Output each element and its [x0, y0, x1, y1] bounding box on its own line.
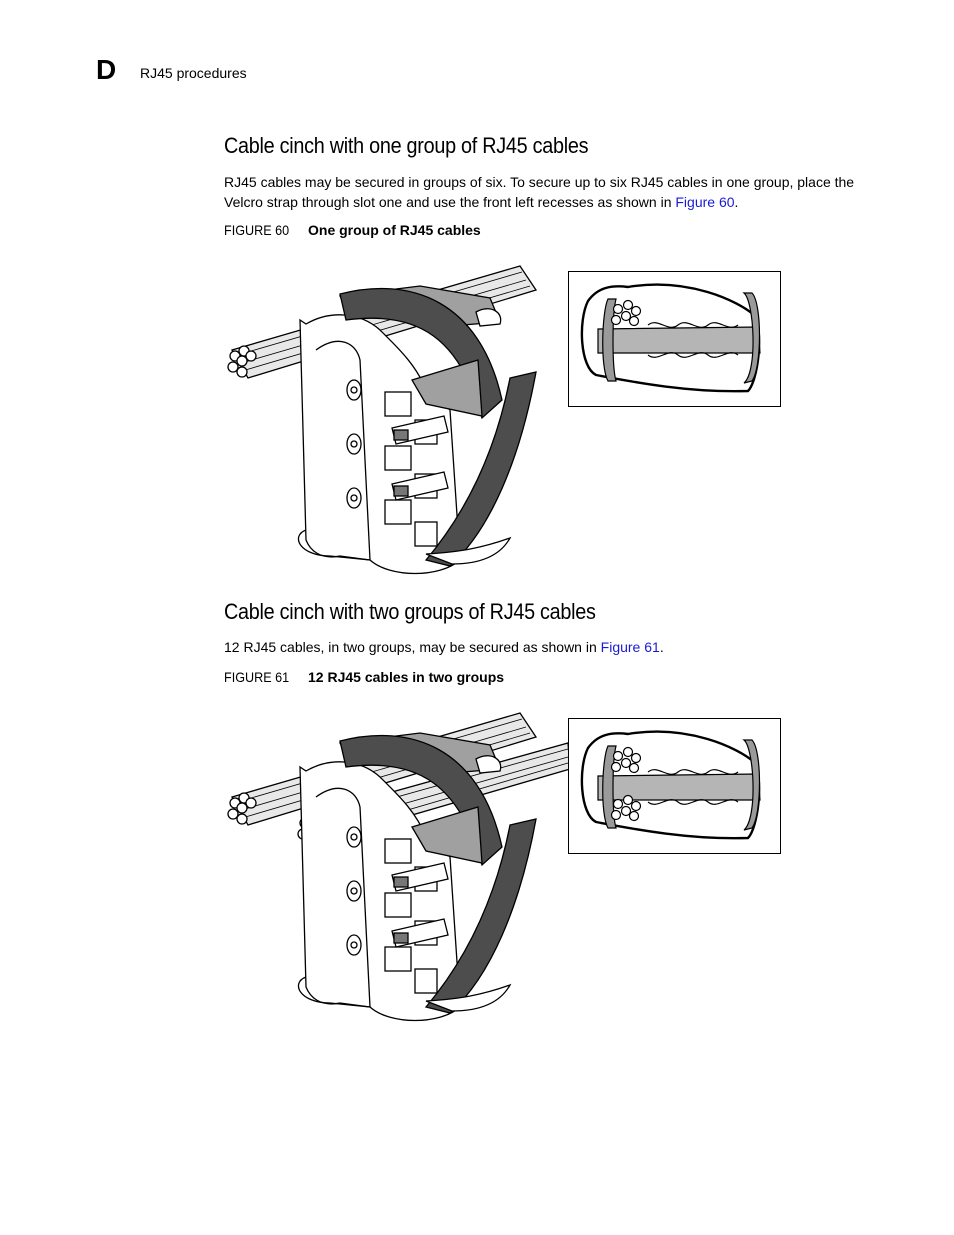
figure-60-cinch-illustration	[227, 265, 538, 575]
figure-title: One group of RJ45 cables	[308, 222, 481, 238]
figure-title: 12 RJ45 cables in two groups	[308, 669, 505, 685]
section-body-two-groups: 12 RJ45 cables, in two groups, may be se…	[224, 638, 864, 658]
body-text-end: .	[734, 193, 739, 210]
figure-61-cinch-illustration	[227, 712, 571, 1022]
body-text-end: .	[659, 639, 664, 655]
running-header: RJ45 procedures	[140, 65, 247, 81]
figure-61-detail-view	[568, 718, 781, 854]
figure-61-caption: FIGURE 61 12 RJ45 cables in two groups	[224, 668, 504, 686]
figure-number: FIGURE 60	[224, 222, 290, 238]
figure-60-link[interactable]: Figure 60	[675, 193, 735, 210]
figure-number: FIGURE 61	[224, 669, 290, 685]
figure-60-detail-view	[568, 271, 781, 407]
figure-61-link[interactable]: Figure 61	[600, 639, 660, 655]
body-text: RJ45 cables may be secured in groups of …	[224, 174, 855, 210]
body-text: 12 RJ45 cables, in two groups, may be se…	[224, 639, 601, 655]
section-body-one-group: RJ45 cables may be secured in groups of …	[224, 173, 864, 212]
figure-60-caption: FIGURE 60 One group of RJ45 cables	[224, 221, 481, 239]
chapter-letter: D	[96, 54, 117, 85]
section-title-two-groups: Cable cinch with two groups of RJ45 cabl…	[224, 599, 596, 624]
section-title-one-group: Cable cinch with one group of RJ45 cable…	[224, 133, 589, 158]
